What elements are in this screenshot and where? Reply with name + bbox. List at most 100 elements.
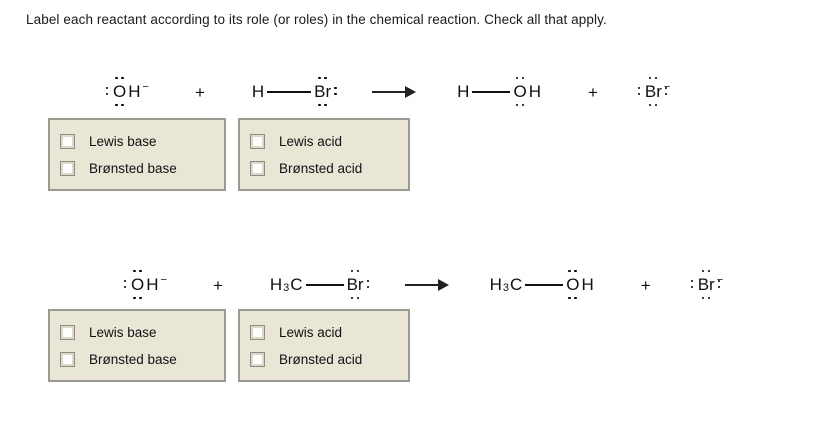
plus-sign: + bbox=[212, 275, 223, 295]
molecule-bromide-ion: Br − bbox=[690, 270, 724, 300]
element-symbol-H: H bbox=[146, 275, 159, 294]
checkbox-lewis-base[interactable] bbox=[60, 325, 75, 340]
covalent-bond bbox=[267, 90, 312, 94]
lone-pair-bottom-icon bbox=[349, 297, 361, 301]
option-label: Lewis base bbox=[89, 325, 157, 340]
element-symbol-H: H bbox=[128, 82, 141, 101]
atom-hydrogen: H bbox=[269, 275, 283, 295]
atom-oxygen: O bbox=[124, 270, 145, 300]
checkbox-bronsted-base[interactable] bbox=[60, 352, 75, 367]
molecule-water: H O H bbox=[456, 77, 542, 107]
lone-pair-top-icon bbox=[514, 77, 526, 81]
plus-sign: + bbox=[587, 82, 598, 102]
charge-negative: − bbox=[142, 80, 149, 93]
option-row[interactable]: Lewis acid bbox=[250, 128, 396, 155]
reaction-arrow-icon bbox=[404, 277, 449, 293]
element-symbol-H: H bbox=[269, 275, 283, 294]
element-symbol-H: H bbox=[457, 82, 470, 101]
reaction-equation-1: O H − + H Br H O H bbox=[106, 72, 671, 112]
element-symbol-Br: Br bbox=[644, 82, 662, 101]
charge-negative: − bbox=[716, 273, 724, 286]
plus-sign: + bbox=[640, 275, 651, 295]
lone-pair-top-icon bbox=[114, 77, 126, 81]
lone-pair-top-icon bbox=[567, 270, 579, 274]
answer-panel-reaction-2-reactant-2: Lewis acid Brønsted acid bbox=[238, 309, 410, 382]
element-symbol-Br: Br bbox=[697, 275, 715, 294]
checkbox-lewis-acid[interactable] bbox=[250, 325, 265, 340]
element-symbol-Br: Br bbox=[314, 82, 332, 101]
option-row[interactable]: Brønsted acid bbox=[250, 155, 396, 182]
element-symbol-O: O bbox=[566, 275, 580, 294]
atom-oxygen: O bbox=[565, 270, 580, 300]
atom-bromine: Br bbox=[313, 77, 337, 107]
reaction-equation-2: O H − + H 3 C Br H 3 C bbox=[124, 265, 724, 305]
element-symbol-C: C bbox=[290, 275, 303, 294]
option-row[interactable]: Brønsted base bbox=[60, 155, 212, 182]
subscript-three: 3 bbox=[502, 281, 509, 294]
option-row[interactable]: Brønsted acid bbox=[250, 346, 396, 373]
atom-hydrogen: H bbox=[489, 275, 503, 295]
option-row[interactable]: Lewis acid bbox=[250, 319, 396, 346]
option-label: Lewis acid bbox=[279, 325, 343, 340]
checkbox-bronsted-base[interactable] bbox=[60, 161, 75, 176]
atom-oxygen: O bbox=[106, 77, 127, 107]
lone-pair-bottom-icon bbox=[514, 104, 526, 108]
element-symbol-H: H bbox=[251, 82, 265, 101]
atom-hydrogen: H bbox=[127, 82, 141, 102]
covalent-bond bbox=[525, 283, 564, 287]
lone-pair-bottom-icon bbox=[317, 104, 329, 108]
element-symbol-O: O bbox=[131, 275, 145, 294]
checkbox-lewis-acid[interactable] bbox=[250, 134, 265, 149]
answer-panel-reaction-1-reactant-2: Lewis acid Brønsted acid bbox=[238, 118, 410, 191]
lone-pair-left-icon bbox=[690, 279, 695, 291]
charge-negative: − bbox=[160, 273, 167, 286]
checkbox-bronsted-acid[interactable] bbox=[250, 161, 265, 176]
lone-pair-left-icon bbox=[124, 279, 128, 291]
atom-bromine: Br bbox=[346, 270, 369, 300]
option-label: Brønsted acid bbox=[279, 352, 363, 367]
checkbox-lewis-base[interactable] bbox=[60, 134, 75, 149]
reaction-arrow-icon bbox=[372, 84, 417, 100]
answer-panel-reaction-1-reactant-1: Lewis base Brønsted base bbox=[48, 118, 226, 191]
atom-hydrogen: H bbox=[528, 82, 542, 102]
atom-hydrogen: H bbox=[251, 82, 265, 102]
lone-pair-bottom-icon bbox=[132, 297, 144, 301]
lone-pair-right-icon bbox=[334, 86, 338, 98]
lone-pair-top-icon bbox=[317, 77, 329, 81]
molecule-hydrogen-bromide: H Br bbox=[251, 77, 337, 107]
option-label: Brønsted base bbox=[89, 352, 177, 367]
checkbox-bronsted-acid[interactable] bbox=[250, 352, 265, 367]
lone-pair-top-icon bbox=[132, 270, 144, 274]
option-label: Brønsted acid bbox=[279, 161, 363, 176]
lone-pair-bottom-icon bbox=[114, 104, 126, 108]
atom-hydrogen: H bbox=[456, 82, 470, 102]
lone-pair-top-icon bbox=[700, 270, 712, 274]
atom-hydrogen: H bbox=[581, 275, 595, 295]
option-row[interactable]: Brønsted base bbox=[60, 346, 212, 373]
atom-bromine: Br bbox=[637, 77, 668, 107]
molecule-hydroxide-reactant-1: O H − bbox=[106, 77, 149, 107]
element-symbol-Br: Br bbox=[346, 275, 364, 294]
molecule-methanol: H 3 C O H bbox=[489, 270, 595, 300]
option-row[interactable]: Lewis base bbox=[60, 128, 212, 155]
molecule-bromide-ion: Br − bbox=[637, 77, 671, 107]
atom-carbon: C bbox=[289, 275, 303, 295]
option-label: Brønsted base bbox=[89, 161, 177, 176]
lone-pair-left-icon bbox=[637, 86, 642, 98]
molecule-hydroxide-reactant-1: O H − bbox=[124, 270, 167, 300]
plus-sign: + bbox=[194, 82, 205, 102]
element-symbol-H: H bbox=[528, 82, 541, 101]
atom-bromine: Br bbox=[690, 270, 721, 300]
covalent-bond bbox=[305, 283, 344, 287]
charge-negative: − bbox=[663, 80, 671, 93]
atom-hydrogen: H bbox=[145, 275, 159, 295]
page-title: Label each reactant according to its rol… bbox=[26, 12, 607, 27]
element-symbol-H: H bbox=[581, 275, 594, 294]
lone-pair-right-icon bbox=[366, 279, 371, 291]
element-symbol-O: O bbox=[113, 82, 127, 101]
lone-pair-top-icon bbox=[349, 270, 361, 274]
element-symbol-O: O bbox=[513, 82, 527, 101]
option-row[interactable]: Lewis base bbox=[60, 319, 212, 346]
molecule-methyl-bromide: H 3 C Br bbox=[269, 270, 369, 300]
answer-panel-reaction-2-reactant-1: Lewis base Brønsted base bbox=[48, 309, 226, 382]
